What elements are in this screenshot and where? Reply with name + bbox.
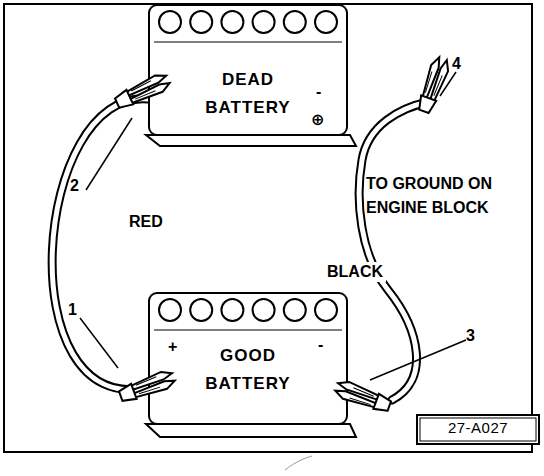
clamp-4 — [415, 56, 451, 115]
black-cable — [359, 102, 428, 400]
cell-cap — [253, 299, 275, 321]
cell-cap — [253, 11, 275, 33]
battery-lid-line — [154, 330, 342, 331]
cell-cap — [315, 299, 337, 321]
battery-label: GOOD BATTERY — [193, 342, 303, 398]
battery-tray — [146, 135, 356, 146]
callout-number: 1 — [68, 300, 77, 320]
part-label: ⊕ — [311, 110, 324, 130]
part-label: + — [168, 337, 177, 357]
callout-number: 3 — [466, 326, 475, 346]
leader-line — [370, 340, 466, 380]
scan-mark — [285, 456, 312, 470]
cell-cap — [190, 11, 212, 33]
cable-core — [52, 99, 148, 390]
cell-cap — [221, 11, 243, 33]
figure-frame — [4, 4, 532, 452]
cell-cap — [159, 11, 181, 33]
part-label: - — [318, 335, 323, 355]
figure-number-box: 27-A027 — [416, 414, 540, 445]
battery-case — [149, 5, 347, 135]
red-cable — [52, 99, 148, 390]
cell-cap — [284, 299, 306, 321]
callout-number: 2 — [70, 176, 79, 196]
cable-outline — [52, 99, 148, 390]
cell-cap — [221, 299, 243, 321]
cell-cap — [284, 11, 306, 33]
battery-case — [149, 293, 347, 424]
figure-number: 27-A027 — [416, 417, 540, 439]
box-border — [417, 415, 539, 444]
cell-cap — [159, 299, 181, 321]
callout-number: 4 — [452, 54, 461, 74]
part-label: BLACK — [324, 262, 386, 282]
battery-box: GOOD BATTERY — [148, 292, 348, 425]
cell-cap — [190, 299, 212, 321]
part-label: - — [316, 82, 321, 102]
leader-line — [440, 72, 456, 96]
battery-label: DEAD BATTERY — [193, 66, 303, 122]
battery-tray — [146, 424, 356, 437]
battery-lid-line — [154, 42, 342, 43]
black-cable-core — [359, 102, 428, 400]
cell-cap — [315, 11, 337, 33]
cable-label: RED — [126, 212, 166, 232]
leader-line — [80, 318, 118, 368]
part-label: TO GROUND ON ENGINE BLOCK — [366, 172, 506, 220]
